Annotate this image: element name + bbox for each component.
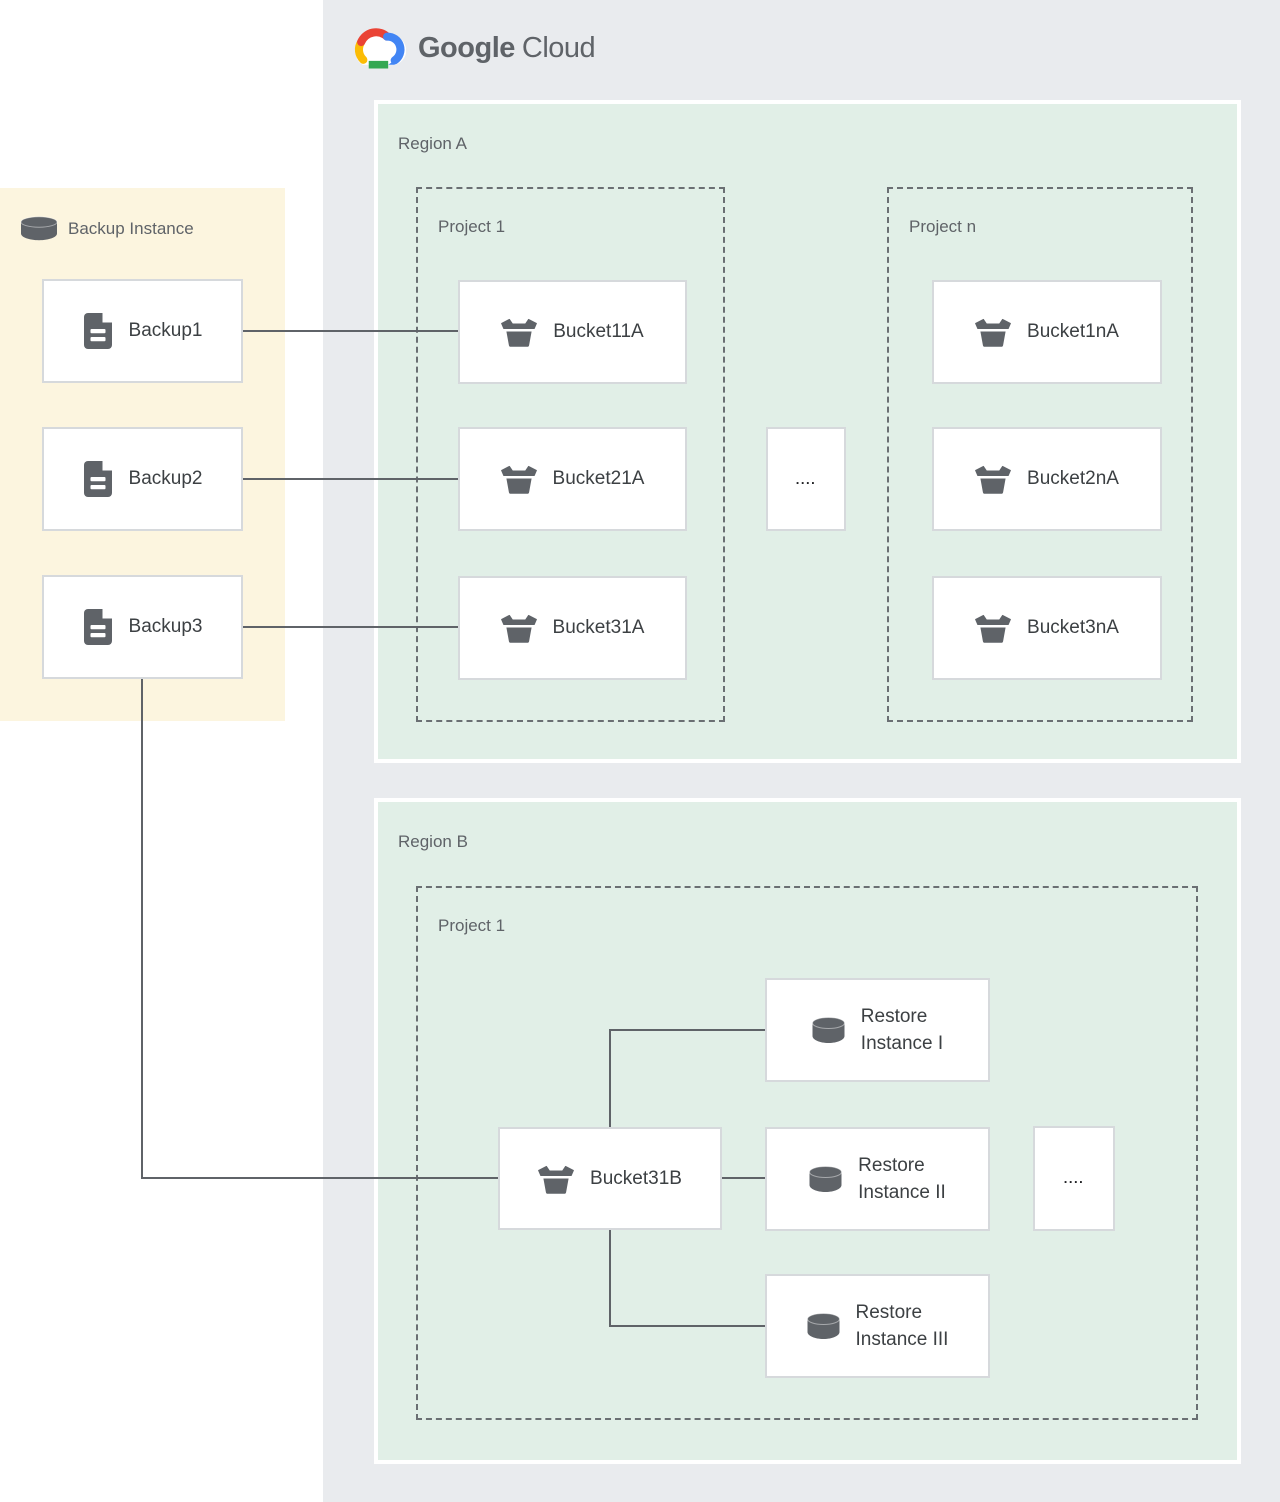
region-a: Region A Project 1 Project n Bucket11A [378,104,1237,759]
backup-label: Backup2 [128,468,203,489]
document-icon [83,460,113,498]
ellipsis-node: .... [1033,1126,1115,1231]
backup-instance-title-text: Backup Instance [68,218,194,238]
bucket-node: Bucket11A [458,280,687,384]
database-icon [806,1312,840,1340]
bucket-node: Bucket31B [498,1127,722,1230]
bucket-icon [500,464,537,494]
ellipsis-node: .... [766,427,846,531]
backup-node: Backup3 [42,575,243,679]
bucket-label: Bucket2nA [1027,468,1119,489]
restore-line2: Instance III [855,1329,949,1350]
logo-brand: Google [418,32,515,64]
bucket-icon [538,1164,574,1194]
database-icon [811,1016,845,1044]
region-a-project-1: Project 1 [416,187,725,722]
bucket-node: Bucket1nA [932,280,1162,384]
bucket-node: Bucket2nA [932,427,1162,531]
bucket-label: Bucket31B [590,1167,682,1189]
backup-instance-panel: Backup Instance Backup1 [0,188,285,721]
database-icon [809,1165,843,1193]
backup-node: Backup2 [42,427,243,531]
region-a-project-n-label: Project n [909,217,977,236]
backup-instance-title: Backup Instance [20,216,194,241]
region-b-label: Region B [398,832,468,851]
document-icon [83,608,113,646]
bucket-icon [500,613,537,643]
bucket-label: Bucket1nA [1027,321,1119,342]
restore-line2: Instance II [858,1182,946,1203]
bucket-label: Bucket21A [552,468,645,489]
bucket-node: Bucket3nA [932,576,1162,680]
bucket-node: Bucket21A [458,427,687,531]
region-b-project-1-label: Project 1 [438,916,506,935]
restore-line1: Restore [858,1155,925,1176]
google-cloud-icon [352,26,406,71]
backup-node: Backup1 [42,279,243,383]
bucket-label: Bucket11A [553,321,644,342]
bucket-icon [975,613,1011,643]
backup-label: Backup1 [128,320,203,341]
document-icon [83,312,113,350]
bucket-icon [975,317,1011,347]
region-a-project-n: Project n [887,187,1193,722]
database-icon [20,216,58,241]
backup-label: Backup3 [128,616,203,637]
bucket-label: Bucket31A [552,617,645,638]
logo-product: Cloud [521,32,596,64]
region-a-project-1-label: Project 1 [438,217,506,236]
bucket-label: Bucket3nA [1027,617,1119,638]
bucket-node: Bucket31A [458,576,687,680]
restore-line2: Instance I [860,1033,944,1054]
bucket-icon [975,464,1011,494]
bucket-icon [501,317,538,347]
restore-line1: Restore [855,1302,923,1323]
region-a-label: Region A [398,134,467,153]
restore-line1: Restore [860,1006,928,1027]
